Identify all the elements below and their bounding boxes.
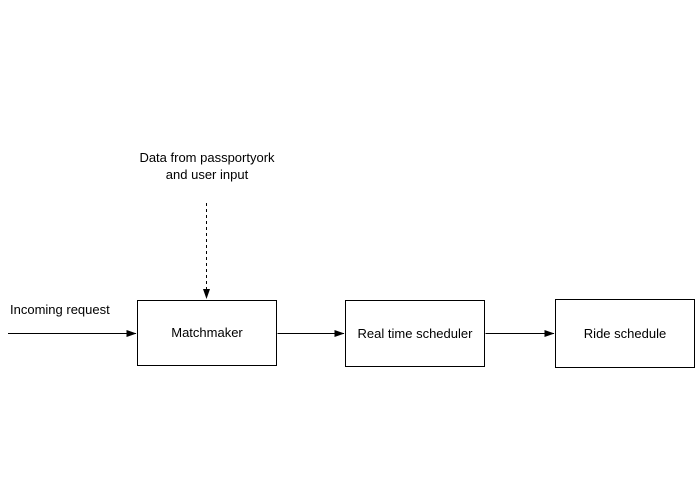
node-matchmaker: Matchmaker [137, 300, 277, 366]
label-data-source: Data from passportyork and user input [139, 150, 275, 182]
node-ride-schedule-label: Ride schedule [583, 325, 667, 341]
node-real-time-scheduler-label: Real time scheduler [357, 325, 473, 341]
node-matchmaker-label: Matchmaker [171, 325, 243, 340]
label-incoming-request: Incoming request [10, 302, 110, 317]
node-real-time-scheduler: Real time scheduler [345, 300, 485, 367]
node-ride-schedule: Ride schedule [555, 299, 695, 368]
